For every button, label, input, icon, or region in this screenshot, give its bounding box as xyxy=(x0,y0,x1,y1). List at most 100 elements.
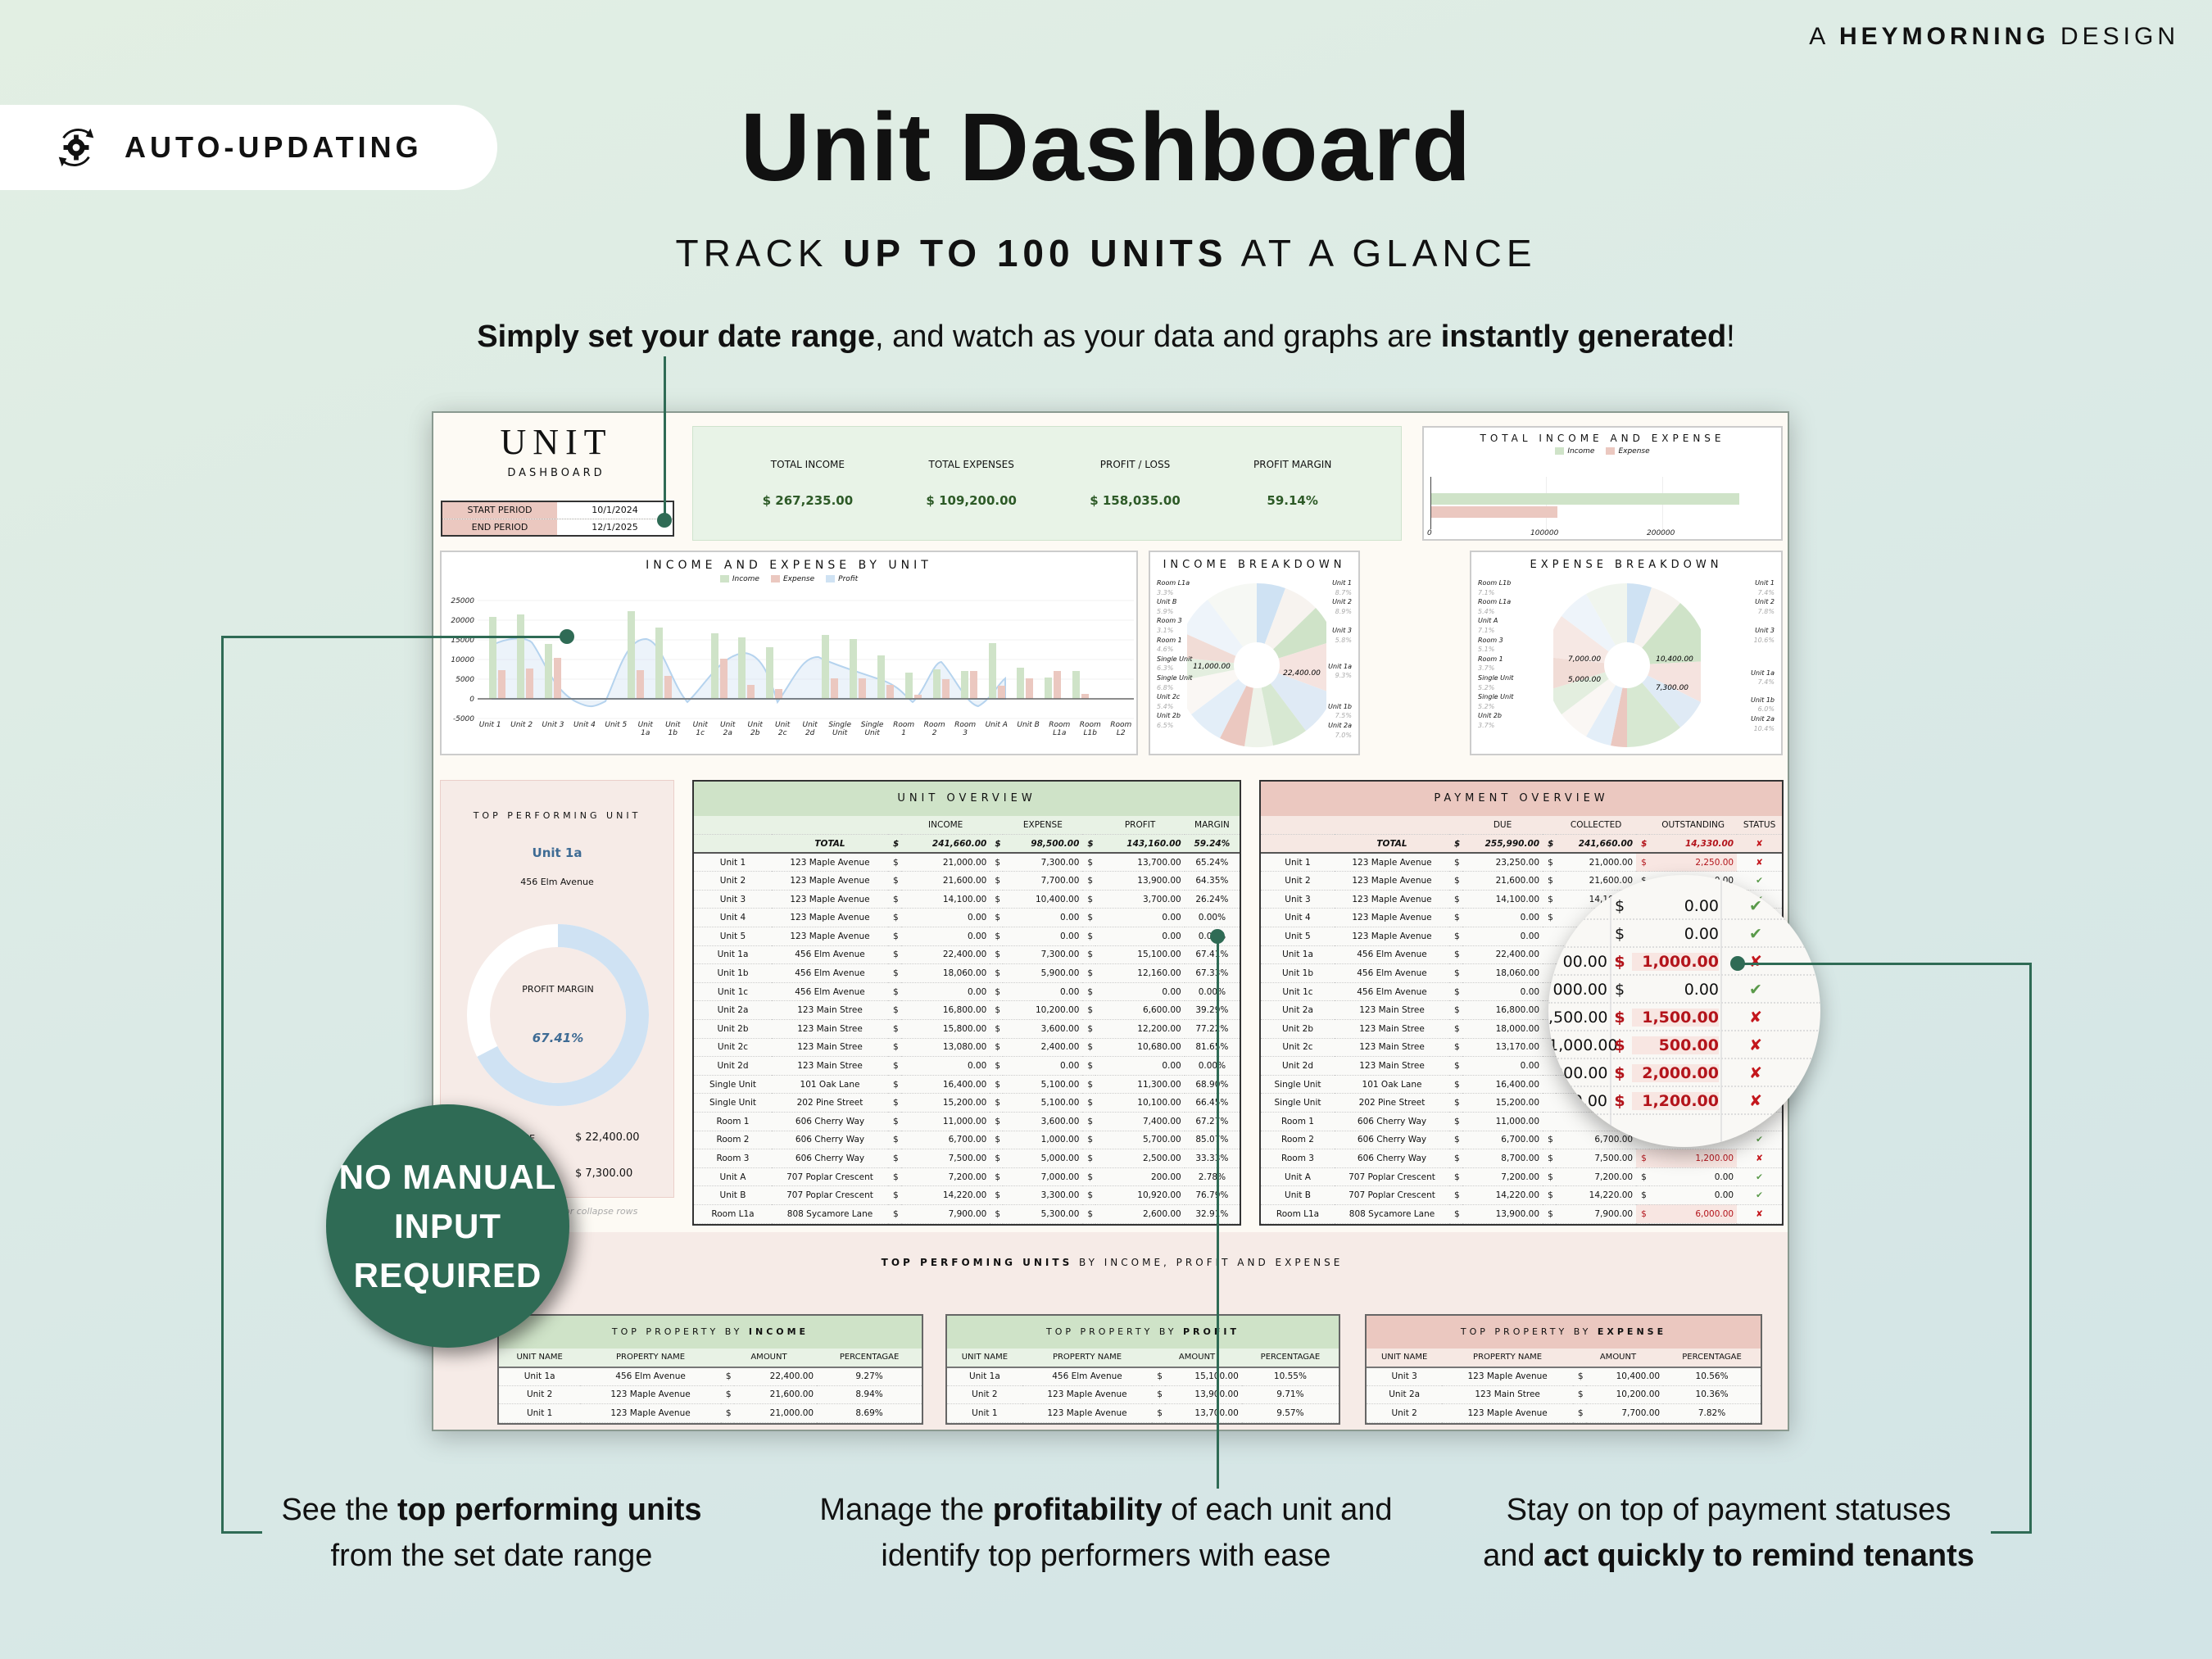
x-tick: Room 1 xyxy=(893,721,915,737)
income-cell: 21,600.00 xyxy=(901,871,990,891)
property-name: 123 Maple Avenue xyxy=(1442,1367,1573,1386)
start-period-input[interactable]: 10/1/2024 xyxy=(557,502,673,519)
property-name: 456 Elm Avenue xyxy=(772,982,888,1002)
total-collected: 241,660.00 xyxy=(1556,834,1637,854)
income-cell: 6,700.00 xyxy=(901,1131,990,1150)
svg-text:5000: 5000 xyxy=(456,676,474,684)
pie-label: Single Unit xyxy=(1478,673,1514,682)
status-icon: ✘ xyxy=(1749,952,1762,971)
income-breakdown-chart[interactable]: INCOME BREAKDOWN 22,400.00 11,000.00 Roo… xyxy=(1149,551,1360,755)
column-header: PROPERTY NAME xyxy=(1022,1349,1153,1368)
income-expense-by-unit-chart[interactable]: INCOME AND EXPENSE BY UNIT Income Expens… xyxy=(440,551,1138,755)
collected-fragment: ,500.00 xyxy=(1548,1008,1608,1027)
total-expense: 98,500.00 xyxy=(1003,834,1083,854)
magnified-row: ,500.00$1,500.00✘ xyxy=(1548,1004,1820,1031)
x-tick: Room L2 xyxy=(1110,721,1132,737)
property-name: 123 Main Stree xyxy=(1442,1385,1573,1405)
total-margin: 59.24% xyxy=(1184,834,1240,854)
x-tick: Unit 5 xyxy=(605,721,628,729)
due-cell: 18,000.00 xyxy=(1462,1019,1543,1039)
outstanding-value: 1,500.00 xyxy=(1632,1008,1719,1027)
property-name: 202 Pine Street xyxy=(772,1093,888,1113)
property-name: 123 Maple Avenue xyxy=(1335,853,1449,873)
profit-cell: 10,100.00 xyxy=(1095,1093,1185,1113)
section-title: TOP PERFOMING UNITS BY INCOME, PROFIT AN… xyxy=(433,1257,1788,1268)
income-cell: 0.00 xyxy=(901,908,990,928)
profit-margin-donut xyxy=(467,924,649,1106)
caption-text: and xyxy=(1483,1539,1544,1573)
kpi-label: PROFIT / LOSS xyxy=(1099,459,1171,470)
due-cell: 15,200.00 xyxy=(1462,1093,1543,1113)
pie-pct: 5.8% xyxy=(1335,636,1352,644)
expense-breakdown-chart[interactable]: EXPENSE BREAKDOWN 10,400.00 7,300.00 7,0… xyxy=(1470,551,1783,755)
col-profit: PROFIT xyxy=(1095,816,1185,836)
margin-cell: 77.22% xyxy=(1184,1019,1240,1039)
end-period-input[interactable]: 12/1/2025 xyxy=(557,519,673,535)
due-cell: 7,200.00 xyxy=(1462,1167,1543,1187)
unit-name: Unit 2a xyxy=(1261,1000,1335,1021)
expense-cell: 0.00 xyxy=(1003,1056,1083,1076)
unit-name: Unit 5 xyxy=(1261,927,1335,946)
kpi-total-expenses: TOTAL EXPENSES$ 109,200.00 xyxy=(926,459,1017,508)
outstanding-value: 0.00 xyxy=(1684,896,1719,915)
x-tick: Room L1b xyxy=(1079,721,1101,737)
kpi-value: $ 158,035.00 xyxy=(1090,493,1181,508)
connector-dot xyxy=(1730,956,1745,971)
legend-expense: Expense xyxy=(770,575,814,583)
expense-cell: 10,200.00 xyxy=(1003,1000,1083,1021)
margin-cell: 26.24% xyxy=(1184,890,1240,909)
tagline-bold-1: Simply set your date range xyxy=(477,320,875,354)
profit-cell: 3,700.00 xyxy=(1095,890,1185,909)
unit-name: Room 1 xyxy=(1261,1112,1335,1131)
expense-cell: 3,300.00 xyxy=(1003,1185,1083,1205)
tagline-end: ! xyxy=(1726,320,1735,354)
top-unit-name: Unit 1a xyxy=(532,845,582,860)
expense-cell: 3,600.00 xyxy=(1003,1112,1083,1131)
due-cell: 16,400.00 xyxy=(1462,1075,1543,1095)
connector-line xyxy=(221,636,224,1534)
income-cell: 15,800.00 xyxy=(901,1019,990,1039)
column-header: PERCENTAGAE xyxy=(1663,1349,1761,1368)
unit-name: Unit 2d xyxy=(1261,1056,1335,1076)
table-title-prefix: TOP PROPERTY BY xyxy=(1460,1326,1592,1337)
profit-cell: 0.00 xyxy=(1095,927,1185,946)
property-name: 123 Maple Avenue xyxy=(1022,1385,1153,1405)
income-cell: 11,000.00 xyxy=(901,1112,990,1131)
